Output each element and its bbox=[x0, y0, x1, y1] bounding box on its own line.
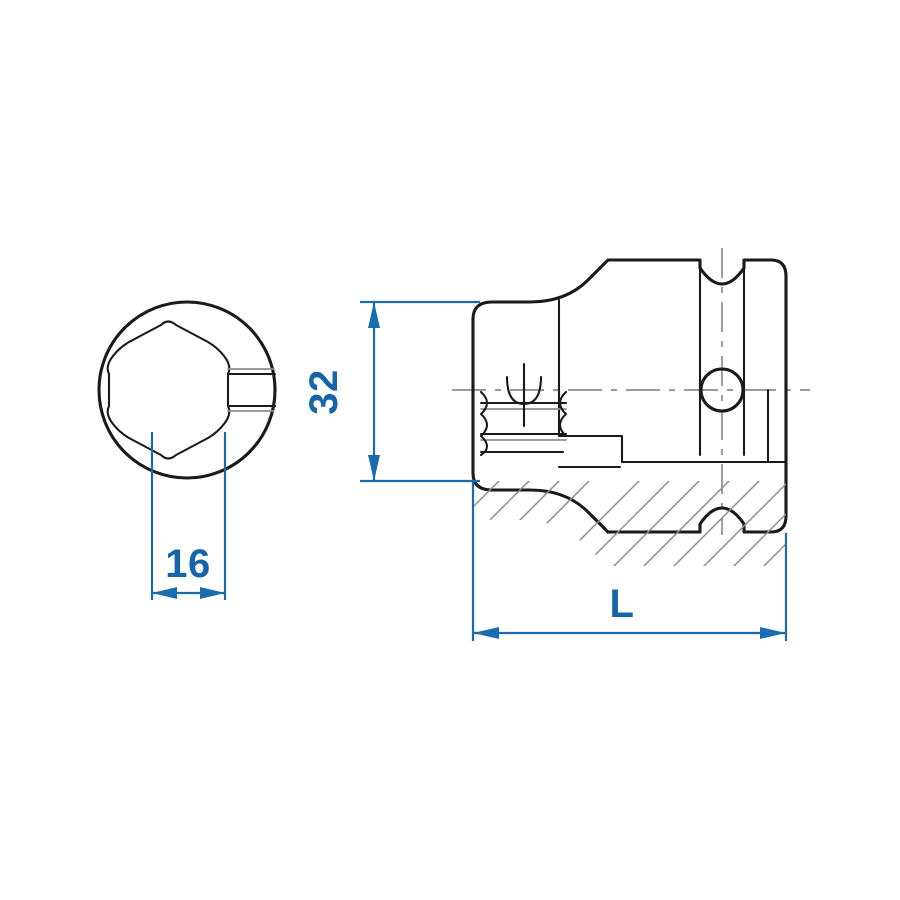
socket-body-outline bbox=[471, 258, 788, 534]
dimL-label: L bbox=[610, 582, 635, 626]
dimension-L: L bbox=[471, 481, 788, 641]
bore-step-line bbox=[557, 388, 642, 464]
side-view: 32 L bbox=[302, 248, 810, 641]
dim16-arrow-right bbox=[200, 587, 225, 599]
dimL-arrow-right bbox=[760, 627, 786, 639]
front-view: 16 bbox=[97, 300, 277, 600]
hex-socket-profile bbox=[106, 320, 231, 460]
dimension-16: 16 bbox=[150, 432, 227, 600]
dim16-arrow-left bbox=[152, 587, 177, 599]
hex-relief-left bbox=[479, 390, 489, 457]
dimension-32: 32 bbox=[302, 300, 480, 483]
dimL-arrow-left bbox=[473, 627, 499, 639]
front-outer-circle bbox=[97, 300, 277, 480]
dim32-label: 32 bbox=[302, 369, 346, 415]
dim16-label: 16 bbox=[165, 542, 211, 586]
dim32-arrow-bottom bbox=[368, 455, 380, 481]
hex-mouth-detail bbox=[479, 362, 568, 457]
hex-relief-right bbox=[558, 390, 568, 438]
section-hatching bbox=[473, 481, 786, 566]
dim32-arrow-top bbox=[368, 302, 380, 328]
